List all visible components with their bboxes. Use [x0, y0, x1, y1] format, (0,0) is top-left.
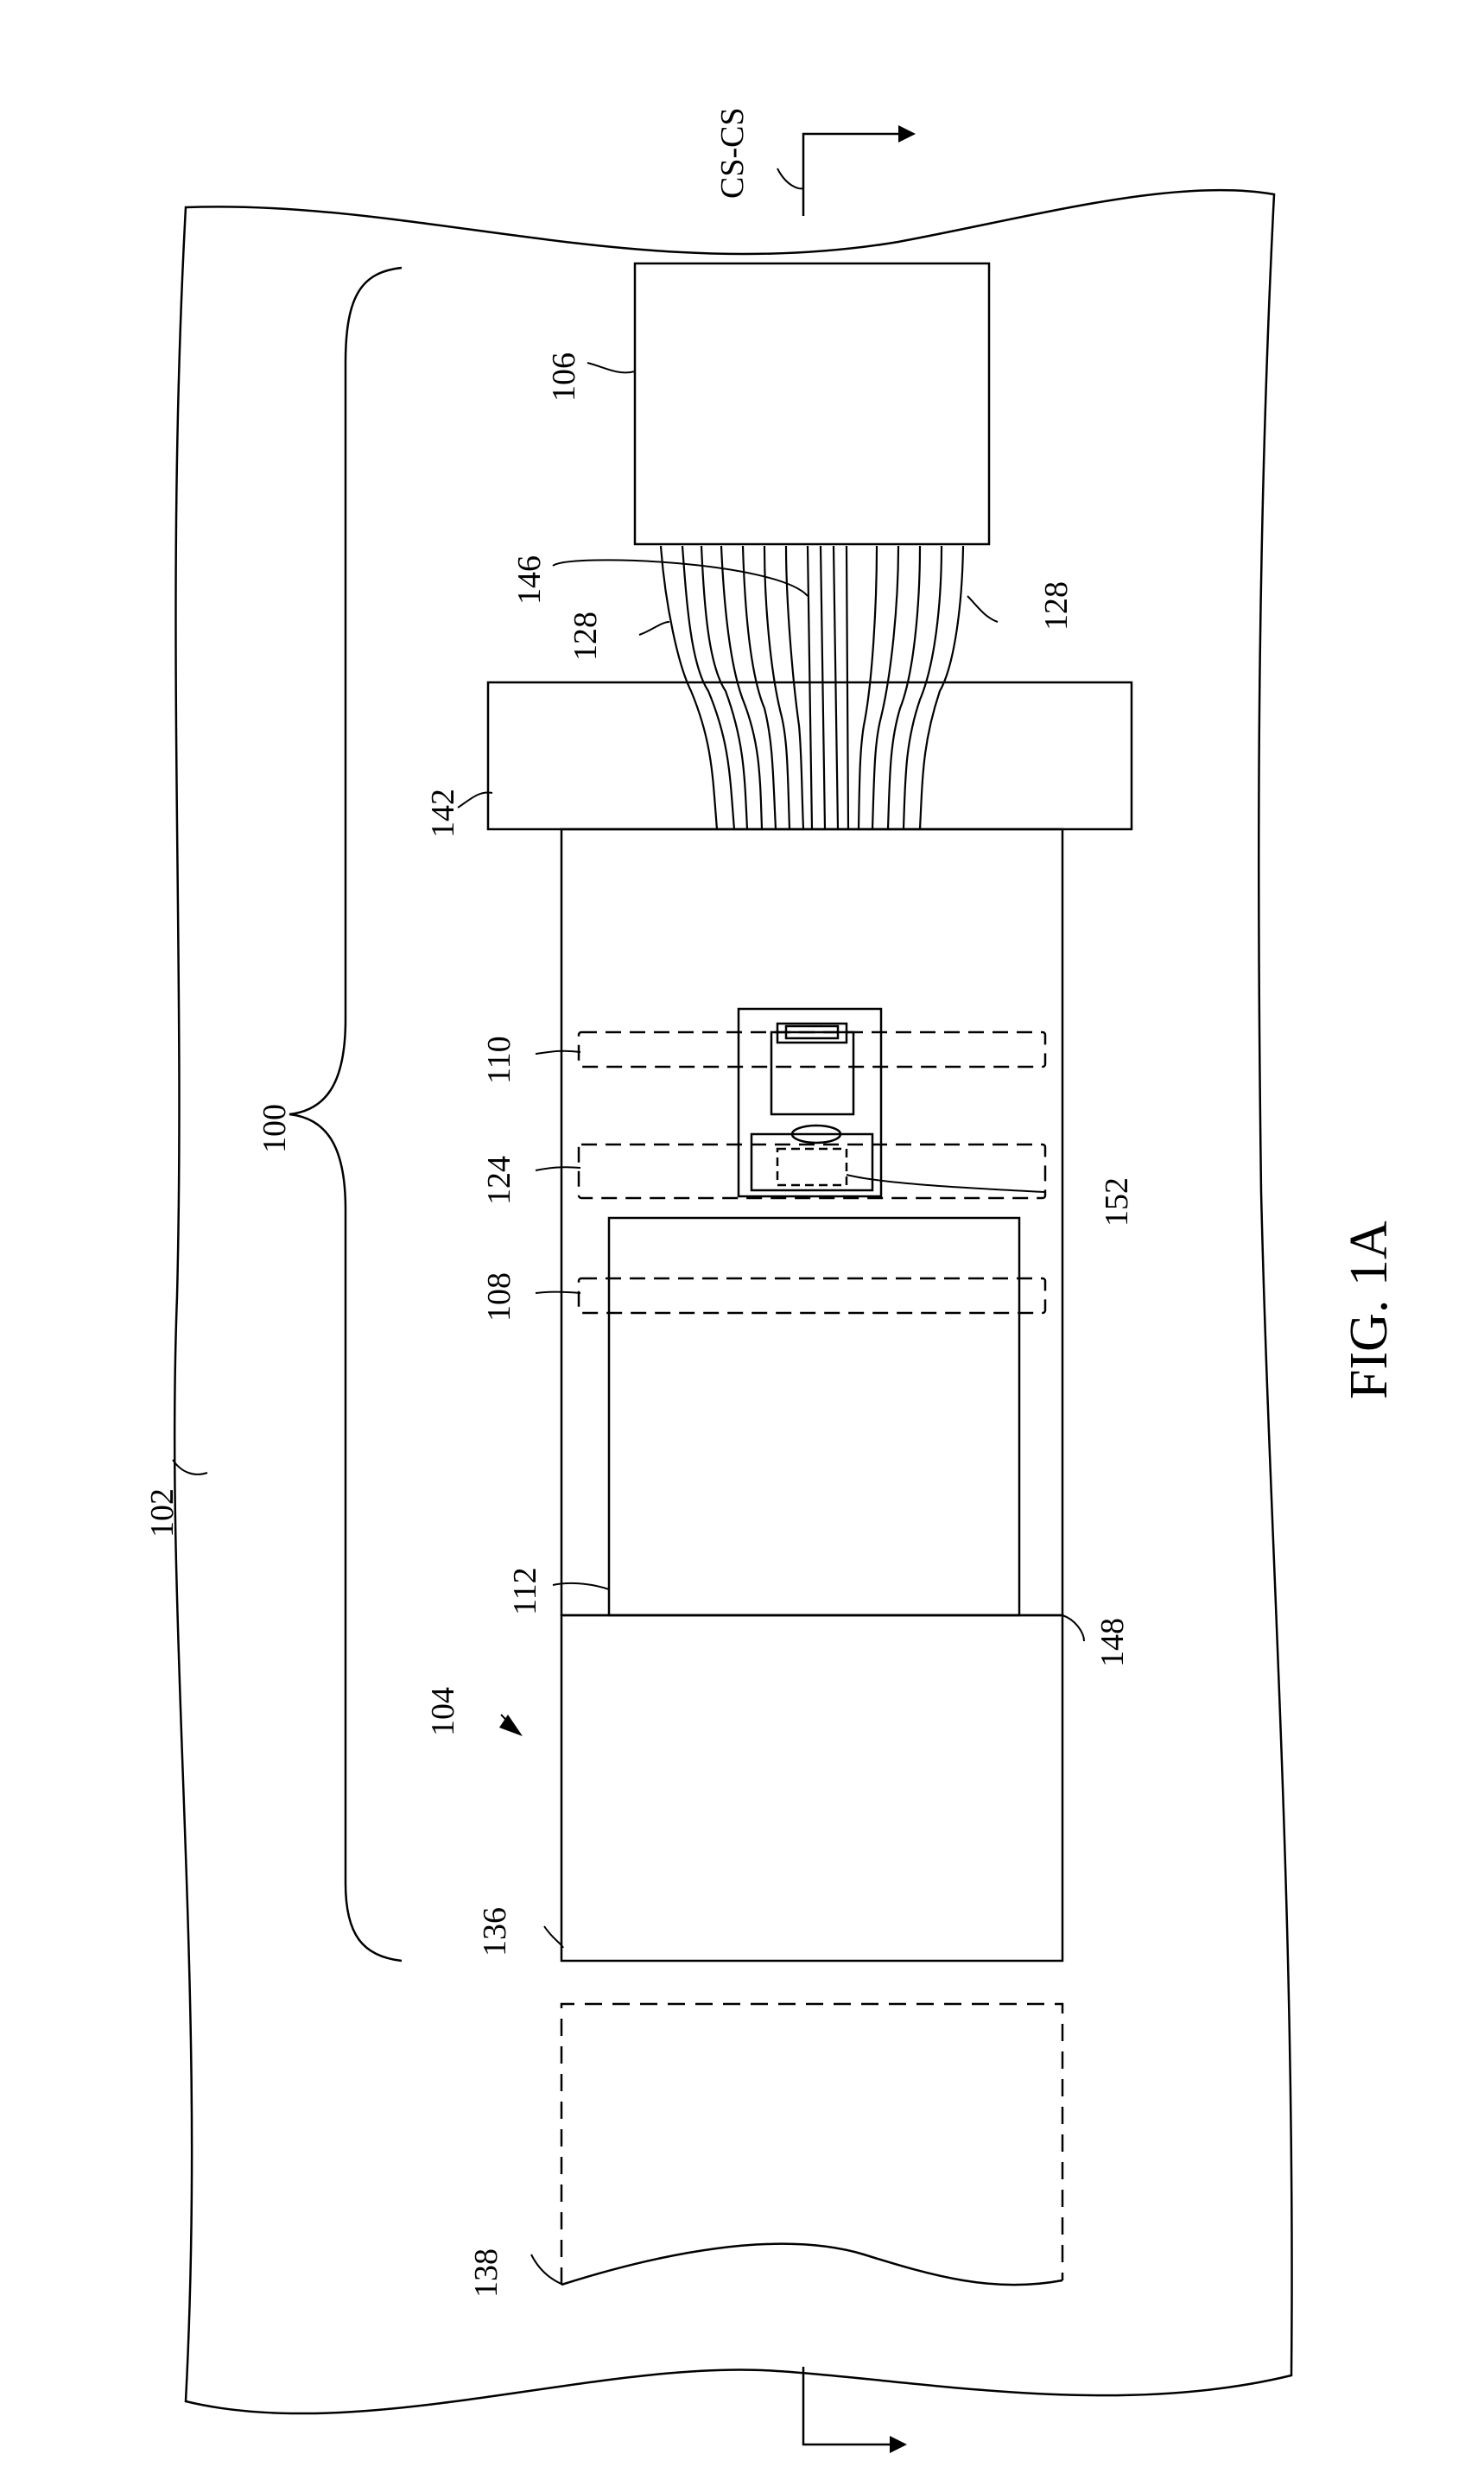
section-line-bottom	[803, 2367, 890, 2444]
label-128-left: 128	[568, 612, 604, 661]
region-138-wave	[561, 2244, 1062, 2285]
label-142: 142	[425, 789, 461, 838]
section-line-top	[803, 134, 898, 216]
label-110: 110	[481, 1036, 517, 1084]
arrow-104	[499, 1715, 523, 1736]
label-section-cs-cs: CS-CS	[714, 107, 751, 199]
label-106: 106	[546, 352, 582, 402]
component-106	[635, 263, 989, 544]
brace-100	[289, 268, 402, 1961]
body-148	[561, 829, 1062, 1615]
label-124: 124	[481, 1156, 517, 1205]
band-108	[579, 1278, 1045, 1313]
label-146: 146	[511, 555, 548, 605]
label-148: 148	[1094, 1618, 1131, 1667]
module-outer	[739, 1009, 881, 1196]
leader-lines	[173, 168, 1084, 2285]
labels: 102 100 CS-CS 106 146 128 128 142 110 12…	[144, 107, 1135, 2298]
section-arrow-top	[898, 125, 916, 143]
module-lower-dashed	[777, 1149, 847, 1185]
label-108: 108	[481, 1272, 517, 1322]
label-104: 104	[425, 1687, 461, 1736]
cable-146	[808, 546, 848, 829]
label-112: 112	[507, 1567, 543, 1615]
label-136: 136	[477, 1907, 513, 1956]
figure-caption: FIG. 1A	[1340, 1221, 1398, 1399]
end-block-136	[561, 1615, 1062, 1961]
label-102: 102	[144, 1488, 181, 1538]
region-138	[561, 2004, 1062, 2285]
label-138: 138	[468, 2248, 504, 2298]
label-128-right: 128	[1038, 581, 1075, 631]
label-152: 152	[1099, 1177, 1135, 1227]
module-upper-box	[771, 1032, 853, 1114]
substrate-outline	[174, 190, 1291, 2413]
label-100: 100	[257, 1104, 293, 1153]
section-arrow-bottom	[890, 2436, 907, 2453]
